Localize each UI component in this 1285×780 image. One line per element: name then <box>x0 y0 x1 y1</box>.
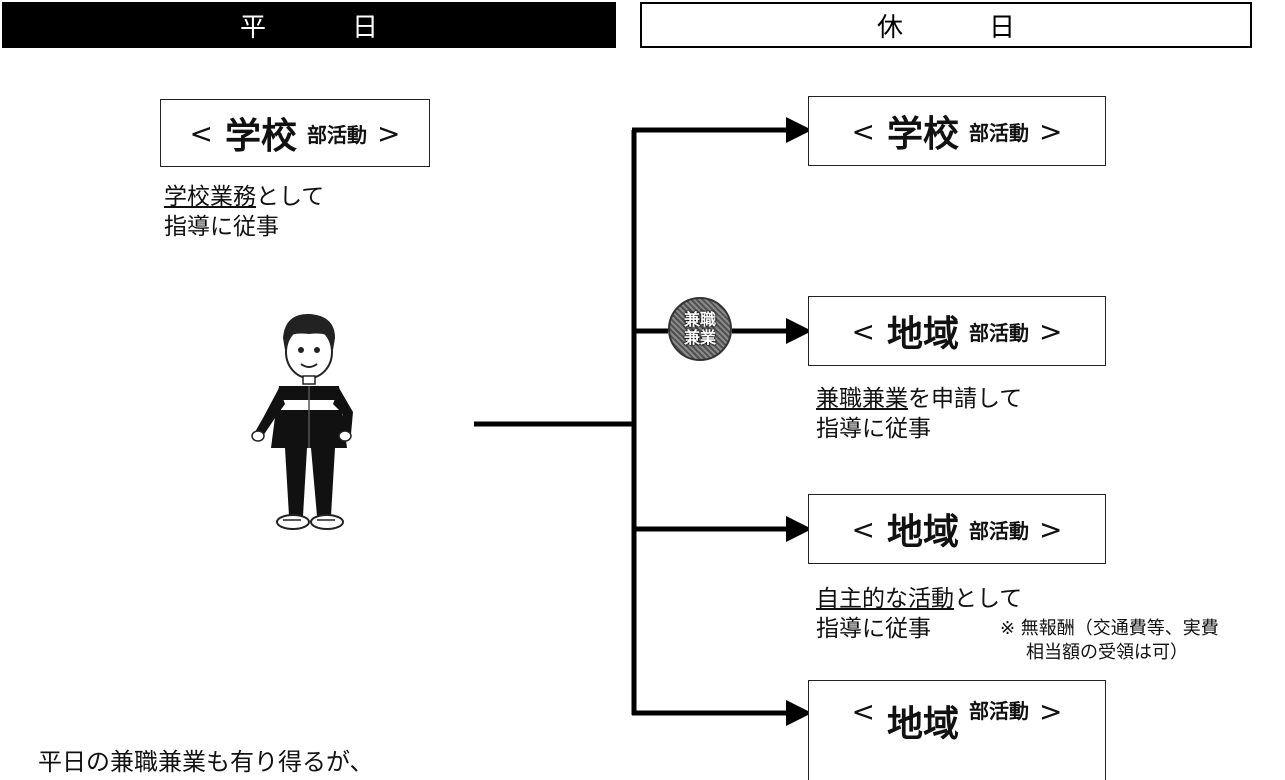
weekday-side-job-note: 平日の兼職兼業も有り得るが、 <box>38 748 374 776</box>
voluntary-description: 自主的な活動として 指導に従事 <box>816 586 1023 642</box>
weekday-school-club-box: <学校部活動> <box>160 99 430 167</box>
voluntary-note: ※ 無報酬（交通費等、実費 相当額の受領は可） <box>1000 618 1219 663</box>
flow-connectors <box>474 117 812 726</box>
holiday-regional-club-voluntary-box: <地域部活動> <box>808 494 1106 564</box>
holiday-school-club-box: <学校部活動> <box>808 96 1106 166</box>
weekday-header: 平 日 <box>2 2 616 48</box>
side-job-description: 兼職兼業を申請して 指導に従事 <box>816 386 1023 442</box>
holiday-regional-club-bottom-box: <地域部活動> <box>808 680 1106 780</box>
side-job-badge: 兼職 兼業 <box>668 297 732 361</box>
holiday-header: 休 日 <box>640 2 1252 48</box>
holiday-regional-club-side-job-box: <地域部活動> <box>808 296 1106 366</box>
weekday-description: 学校業務として 指導に従事 <box>164 184 325 240</box>
teacher-illustration <box>251 313 353 530</box>
